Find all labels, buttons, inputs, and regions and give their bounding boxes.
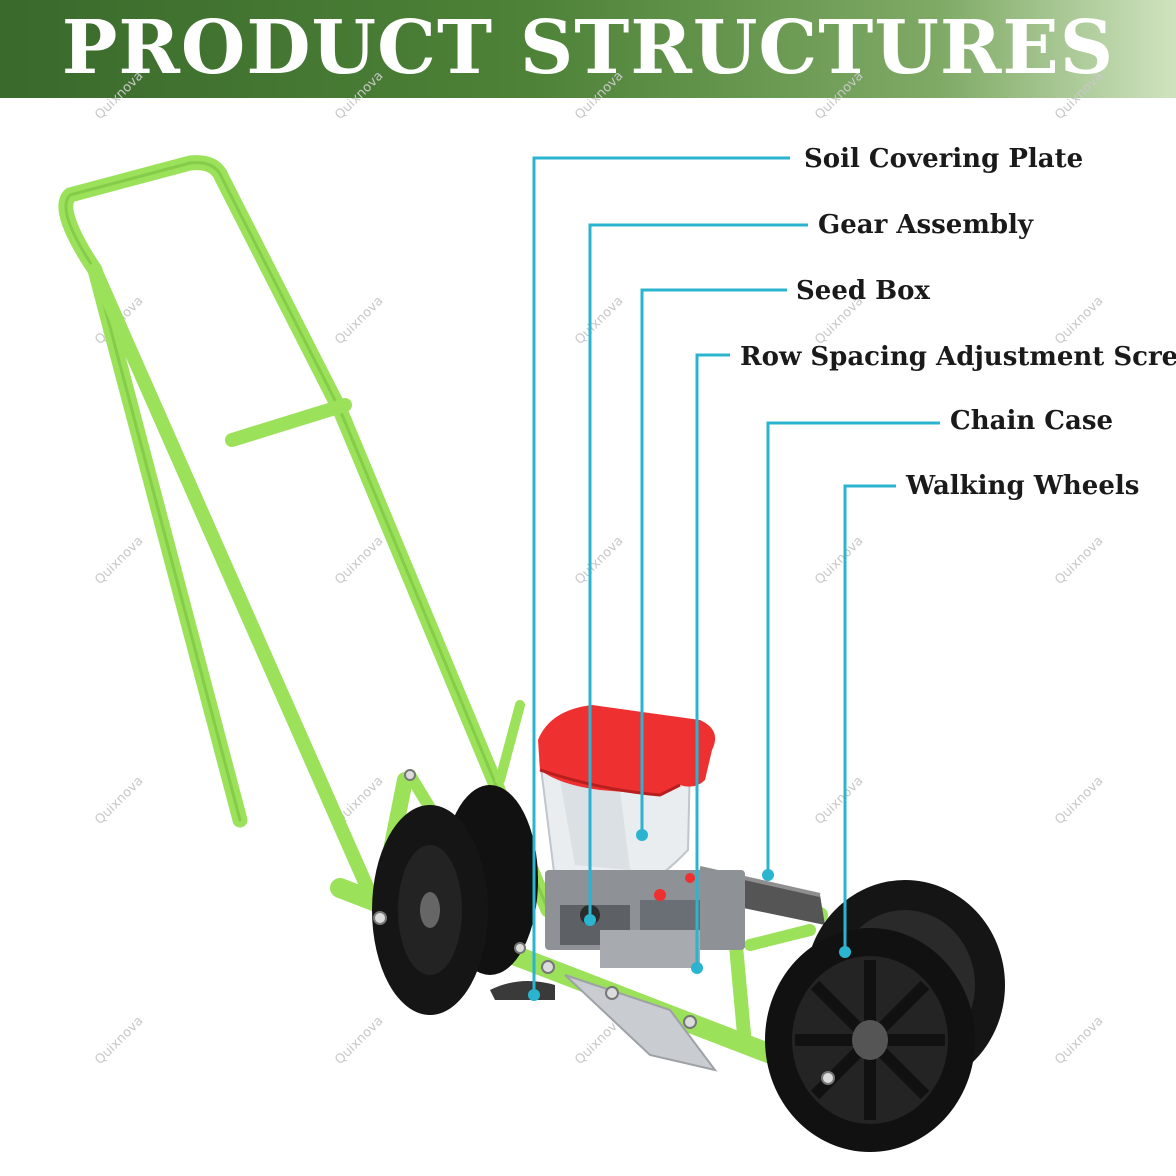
- label-gear-assembly: Gear Assembly: [818, 210, 1034, 240]
- header-banner: PRODUCT STRUCTURES: [0, 0, 1176, 98]
- label-walking-wheels: Walking Wheels: [906, 471, 1140, 501]
- watermark-text: Quixnova: [812, 69, 866, 123]
- watermark-text: Quixnova: [812, 534, 866, 588]
- watermark-text: Quixnova: [92, 69, 146, 123]
- frame-bolts: [373, 769, 835, 1085]
- watermark-text: Quixnova: [1052, 534, 1106, 588]
- watermark-text: Quixnova: [1052, 1014, 1106, 1068]
- watermark-text: Quixnova: [92, 774, 146, 828]
- leader-lines: [532, 156, 940, 995]
- watermark-text: Quixnova: [92, 1014, 146, 1068]
- watermark-text: Quixnova: [1052, 774, 1106, 828]
- label-row-spacing-adjustment-screw: Row Spacing Adjustment Screw: [740, 342, 1176, 372]
- rear-wheels: [372, 785, 538, 1015]
- watermark-text: Quixnova: [572, 294, 626, 348]
- watermark-text: Quixnova: [332, 1014, 386, 1068]
- watermark-text: Quixnova: [332, 69, 386, 123]
- label-seed-box: Seed Box: [796, 276, 930, 306]
- watermark-text: Quixnova: [332, 534, 386, 588]
- watermark-text: Quixnova: [92, 534, 146, 588]
- handle-frame: [58, 155, 556, 946]
- watermark-text: Quixnova: [1052, 69, 1106, 123]
- watermark-text: Quixnova: [572, 69, 626, 123]
- watermark-text: Quixnova: [812, 774, 866, 828]
- gear-assembly-part: [545, 870, 745, 968]
- label-chain-case: Chain Case: [950, 406, 1113, 436]
- leader-endpoints: [528, 829, 851, 1001]
- watermark-text: Quixnova: [1052, 294, 1106, 348]
- walking-wheels-part: [765, 880, 1005, 1152]
- watermark-text: Quixnova: [332, 294, 386, 348]
- label-soil-covering-plate: Soil Covering Plate: [804, 144, 1084, 174]
- watermark-text: Quixnova: [572, 534, 626, 588]
- page-title: PRODUCT STRUCTURES: [61, 5, 1115, 91]
- soil-covering-plate-part: [490, 974, 718, 1072]
